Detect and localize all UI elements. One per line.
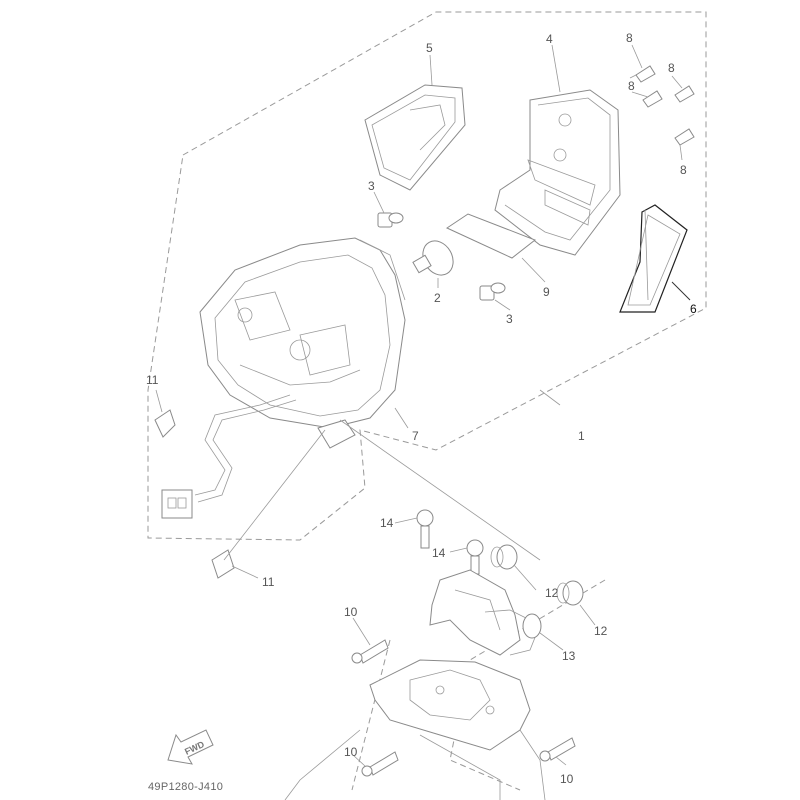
connector-mount bbox=[317, 419, 356, 449]
callout-9: 9 bbox=[543, 285, 550, 299]
callout-7: 7 bbox=[412, 429, 419, 443]
callout-6: 6 bbox=[690, 302, 697, 316]
damper-part-b[interactable] bbox=[556, 580, 584, 606]
lens-cover-part[interactable] bbox=[364, 84, 466, 191]
tail-lamp-body-part[interactable] bbox=[199, 237, 406, 429]
callout-10: 10 bbox=[560, 772, 574, 786]
callout-10: 10 bbox=[344, 605, 358, 619]
callout-2: 2 bbox=[434, 291, 441, 305]
clip-part-b[interactable] bbox=[211, 549, 235, 579]
callout-12: 12 bbox=[594, 624, 608, 638]
callout-8: 8 bbox=[680, 163, 687, 177]
callout-4: 4 bbox=[546, 32, 553, 46]
screw-part-e[interactable] bbox=[351, 639, 389, 664]
callout-3: 3 bbox=[506, 312, 513, 326]
housing-part[interactable] bbox=[494, 89, 621, 256]
small-bulb-part-a[interactable] bbox=[377, 212, 404, 228]
collar-part[interactable] bbox=[522, 613, 542, 639]
callout-8: 8 bbox=[668, 61, 675, 75]
screw-part-c[interactable] bbox=[674, 85, 695, 103]
callout-3: 3 bbox=[368, 179, 375, 193]
callout-1: 1 bbox=[578, 429, 585, 443]
clip-part-a[interactable] bbox=[154, 409, 176, 438]
callout-12: 12 bbox=[545, 586, 559, 600]
diagram-code: 49P1280-J410 bbox=[148, 781, 223, 793]
small-bulb-part-b[interactable] bbox=[479, 282, 506, 301]
assembly-boundary bbox=[147, 11, 707, 541]
bulb-part[interactable] bbox=[412, 235, 459, 280]
screw-part-d[interactable] bbox=[674, 128, 695, 146]
callout-11: 11 bbox=[262, 575, 275, 589]
callout-labels: 5 4 8 8 8 8 3 2 3 9 6 1 7 11 11 14 14 12… bbox=[146, 31, 697, 786]
bracket-part[interactable] bbox=[429, 569, 541, 656]
wiring-harness bbox=[161, 394, 297, 519]
screw-part-f[interactable] bbox=[361, 751, 399, 777]
callout-14: 14 bbox=[432, 546, 446, 560]
callout-13: 13 bbox=[562, 649, 576, 663]
callout-8: 8 bbox=[628, 79, 635, 93]
callout-8: 8 bbox=[626, 31, 633, 45]
callout-10: 10 bbox=[344, 745, 358, 759]
forward-arrow-icon: FWD bbox=[167, 729, 214, 765]
screw-part-b[interactable] bbox=[642, 90, 663, 108]
gasket-plate-part[interactable] bbox=[445, 213, 537, 259]
bracket-group-boundary-left bbox=[351, 639, 391, 791]
callout-11: 11 bbox=[146, 373, 159, 387]
callout-5: 5 bbox=[426, 41, 433, 55]
reflector-part[interactable] bbox=[619, 204, 688, 313]
bolt-part-b[interactable] bbox=[466, 539, 484, 575]
bolt-part-a[interactable] bbox=[416, 509, 434, 549]
damper-part-a[interactable] bbox=[490, 544, 518, 570]
callout-14: 14 bbox=[380, 516, 394, 530]
leader-lines bbox=[155, 44, 691, 767]
frame-part bbox=[284, 659, 546, 800]
screw-part-a[interactable] bbox=[629, 65, 656, 83]
screw-part-g[interactable] bbox=[539, 737, 576, 762]
